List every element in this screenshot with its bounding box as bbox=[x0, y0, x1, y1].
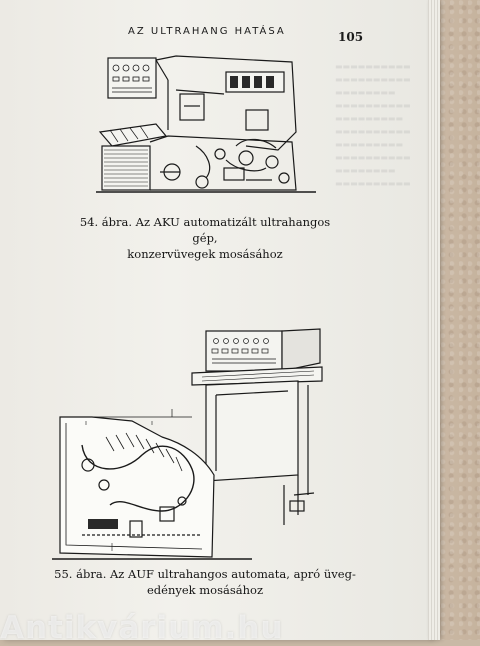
running-head: AZ ULTRAHANG HATÁSA bbox=[128, 26, 286, 37]
figure-55-caption-line2: edények mosásához bbox=[146, 583, 264, 597]
figure-55-caption: 55. ábra. Az AUF ultrahangos automata, a… bbox=[50, 566, 360, 598]
page-number: 105 bbox=[338, 30, 364, 44]
figure-54-caption: 54. ábra. Az AKU automatizált ultrahango… bbox=[70, 214, 340, 262]
watermark: Antikvárium.hu bbox=[0, 610, 284, 646]
page-stack-edge bbox=[428, 0, 440, 640]
figure-54-caption-line2: konzervüvegek mosásához bbox=[127, 247, 283, 261]
show-through-texture: ▬▬▬▬▬▬▬▬▬▬▬▬▬▬▬▬▬▬▬▬▬▬▬▬▬▬▬▬▬▬▬▬▬▬▬▬▬▬▬▬… bbox=[335, 62, 411, 188]
figure-55-illustration bbox=[52, 328, 323, 560]
figure-54-illustration bbox=[96, 55, 316, 193]
figure-54-caption-line1: 54. ábra. Az AKU automatizált ultrahango… bbox=[79, 215, 331, 245]
figure-55-caption-line1: 55. ábra. Az AUF ultrahangos automata, a… bbox=[54, 567, 356, 581]
